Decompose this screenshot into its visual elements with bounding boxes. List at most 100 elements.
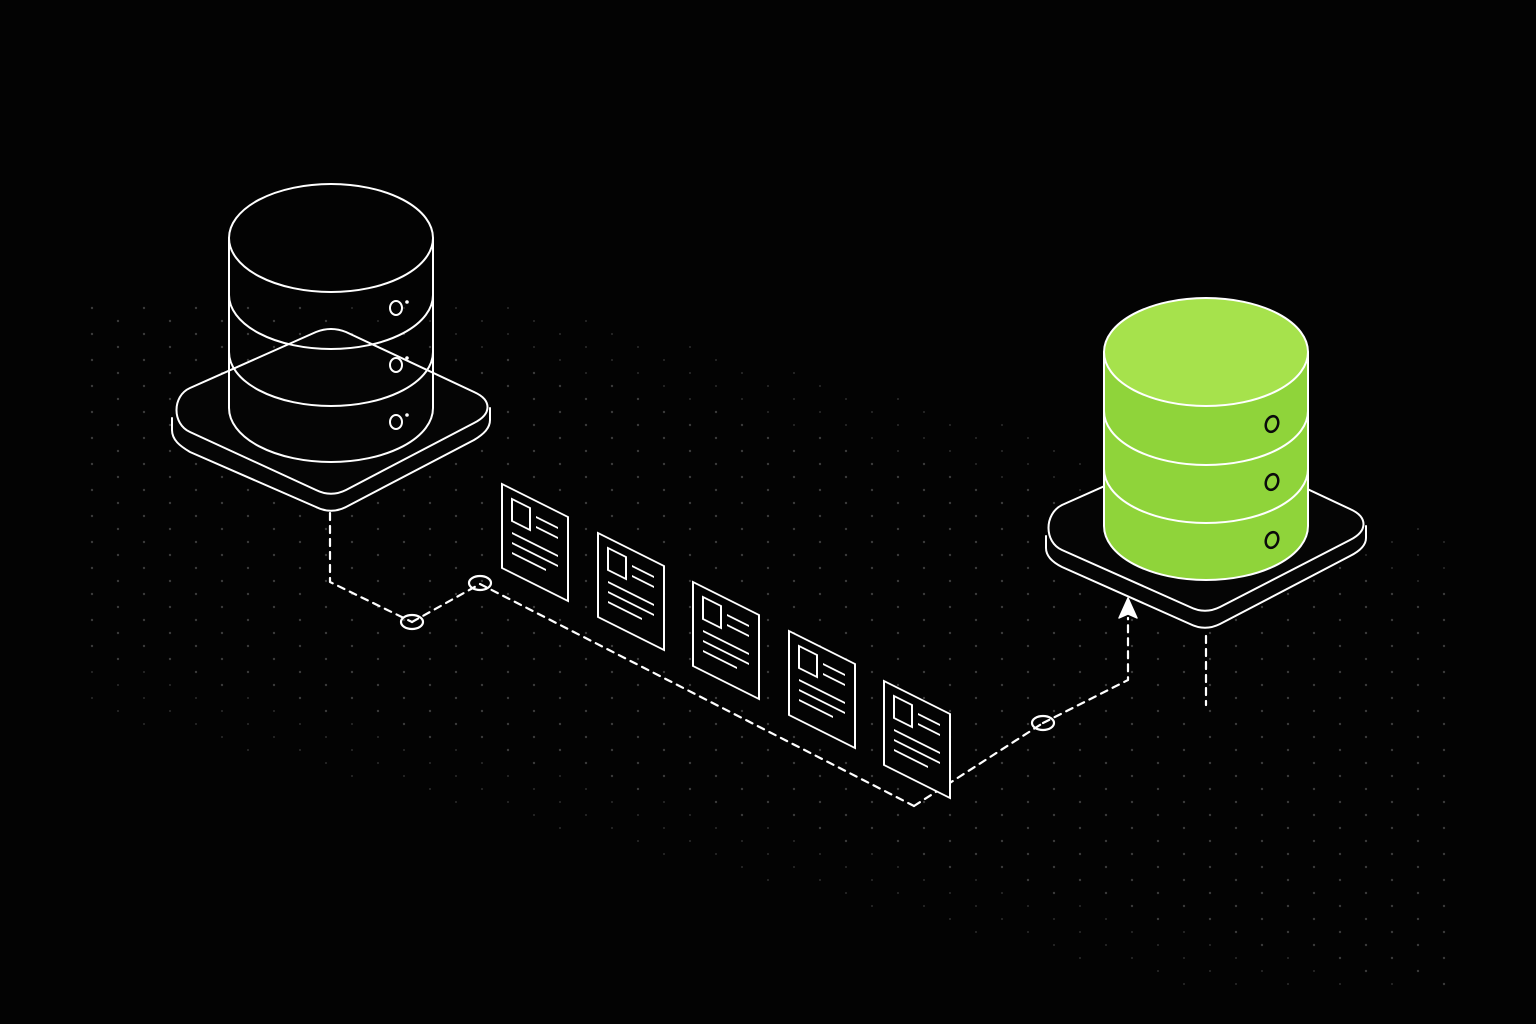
grid-dot xyxy=(428,631,432,635)
grid-dot xyxy=(1234,774,1238,778)
grid-dot xyxy=(584,475,588,479)
grid-dot xyxy=(870,514,874,518)
grid-dot xyxy=(1078,592,1082,596)
grid-dot xyxy=(324,605,328,609)
grid-dot xyxy=(1442,826,1446,830)
grid-dot xyxy=(688,787,692,791)
grid-dot xyxy=(246,670,250,674)
grid-dot xyxy=(194,514,198,518)
grid-dot xyxy=(1000,605,1004,609)
grid-dot xyxy=(247,749,249,751)
grid-dot xyxy=(221,710,223,712)
grid-dot xyxy=(481,320,483,322)
grid-dot xyxy=(532,449,536,453)
grid-dot xyxy=(1209,970,1211,972)
grid-dot xyxy=(636,787,640,791)
grid-dot xyxy=(298,618,302,622)
grid-dot xyxy=(974,696,978,700)
grid-dot xyxy=(559,775,561,777)
grid-dot xyxy=(1390,696,1394,700)
grid-dot xyxy=(974,774,978,778)
grid-dot xyxy=(637,372,639,374)
grid-dot xyxy=(142,592,146,596)
target-disk-indicators xyxy=(1264,414,1280,550)
grid-dot xyxy=(1078,670,1082,674)
indicator-light-icon xyxy=(1264,472,1280,492)
grid-dot xyxy=(610,696,614,700)
grid-dot xyxy=(1001,450,1003,452)
grid-dot xyxy=(1183,983,1185,985)
grid-dot xyxy=(1260,787,1264,791)
grid-dot xyxy=(845,892,847,894)
grid-dot xyxy=(741,866,743,868)
grid-dot xyxy=(1286,930,1290,934)
grid-dot xyxy=(715,359,717,361)
grid-dot xyxy=(688,423,692,427)
grid-dot xyxy=(1390,878,1394,882)
source-database[interactable] xyxy=(171,183,491,512)
grid-dot xyxy=(1027,463,1029,465)
grid-dot xyxy=(1338,852,1342,856)
grid-dot xyxy=(1260,943,1264,947)
grid-dot xyxy=(168,605,172,609)
grid-dot xyxy=(116,423,120,427)
grid-dot xyxy=(662,540,666,544)
grid-dot xyxy=(714,488,718,492)
grid-dot xyxy=(506,670,510,674)
grid-dot xyxy=(1286,800,1290,804)
grid-dot xyxy=(689,346,691,348)
grid-dot xyxy=(351,749,353,751)
grid-dot xyxy=(1391,541,1393,543)
grid-dot xyxy=(1104,891,1108,895)
grid-dot xyxy=(194,358,198,362)
grid-dot xyxy=(1338,774,1342,778)
grid-dot xyxy=(870,826,874,830)
grid-dot xyxy=(610,436,614,440)
grid-dot xyxy=(1442,774,1446,778)
grid-dot xyxy=(532,475,536,479)
grid-dot xyxy=(298,566,302,570)
grid-dot xyxy=(740,787,744,791)
grid-dot xyxy=(1052,683,1056,687)
indicator-light-icon xyxy=(1264,530,1280,550)
target-database[interactable] xyxy=(1045,297,1367,629)
grid-dot xyxy=(1364,657,1368,661)
grid-dot xyxy=(1078,878,1082,882)
grid-dot xyxy=(1260,761,1264,765)
grid-dot xyxy=(1104,631,1108,635)
grid-dot xyxy=(766,592,770,596)
grid-dot xyxy=(766,670,770,674)
grid-dot xyxy=(610,644,614,648)
grid-dot xyxy=(376,501,380,505)
grid-dot xyxy=(584,709,588,713)
grid-dot xyxy=(740,579,744,583)
grid-dot xyxy=(558,410,562,414)
grid-dot xyxy=(819,879,821,881)
grid-dot xyxy=(324,553,328,557)
indicator-light-icon xyxy=(389,357,403,373)
grid-dot xyxy=(1026,748,1030,752)
grid-dot xyxy=(1027,437,1029,439)
grid-dot xyxy=(507,775,509,777)
grid-dot xyxy=(1000,787,1004,791)
grid-dot xyxy=(90,332,94,336)
grid-dot xyxy=(559,801,561,803)
grid-dot xyxy=(766,722,770,726)
grid-dot xyxy=(975,463,977,465)
grid-dot xyxy=(688,579,692,583)
grid-dot xyxy=(168,423,172,427)
grid-dot xyxy=(1260,735,1264,739)
grid-dot xyxy=(246,644,250,648)
grid-dot xyxy=(1104,761,1108,765)
grid-dot xyxy=(688,735,692,739)
connector-path-segment xyxy=(478,582,916,808)
grid-dot xyxy=(1364,735,1368,739)
grid-dot xyxy=(949,424,951,426)
grid-dot xyxy=(870,592,874,596)
grid-dot xyxy=(975,905,977,907)
grid-dot xyxy=(376,683,380,687)
grid-dot xyxy=(844,605,848,609)
indicator-light-icon xyxy=(1264,414,1280,434)
grid-dot xyxy=(1104,813,1108,817)
grid-dot xyxy=(1364,579,1368,583)
